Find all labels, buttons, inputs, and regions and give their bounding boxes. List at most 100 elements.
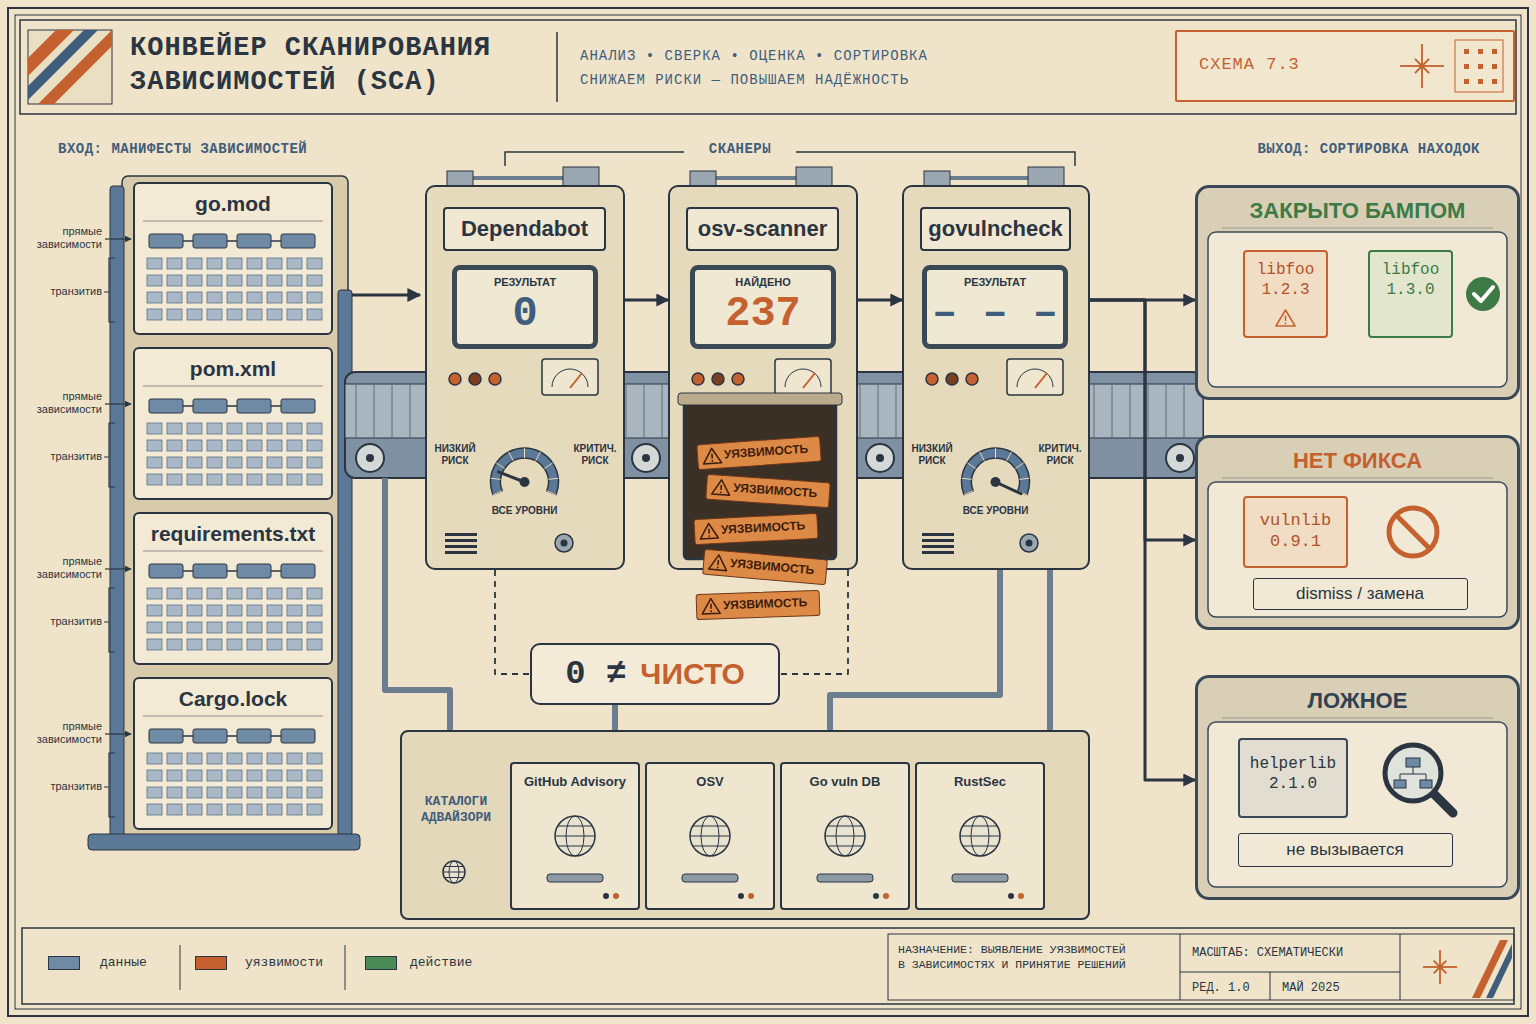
footer-frame xyxy=(22,928,1514,1004)
version-text: libfoo 1.3.0 xyxy=(1370,260,1451,300)
card-art xyxy=(227,639,242,650)
card-art xyxy=(187,440,202,451)
tag-art xyxy=(702,598,721,614)
dial-art xyxy=(552,369,588,387)
tray-title: ЛОЖНОЕ xyxy=(1198,688,1517,714)
card-art xyxy=(207,474,222,485)
machine-top-pipes xyxy=(690,167,832,187)
conveyor-belt xyxy=(662,384,663,438)
card-art xyxy=(187,639,202,650)
card-art xyxy=(247,275,262,286)
drawer-art xyxy=(738,893,744,899)
dial-art xyxy=(489,373,501,385)
cabinet-art xyxy=(443,872,465,873)
card-art xyxy=(187,588,202,599)
footer-logo xyxy=(1439,967,1441,984)
dial-art xyxy=(967,463,975,469)
conveyor-belt xyxy=(392,384,393,438)
leader-label: прямые зависимости xyxy=(16,720,102,746)
card-art xyxy=(207,804,222,815)
drawer-art xyxy=(748,893,754,899)
section-heading: ВХОД: МАНИФЕСТЫ ЗАВИСИМОСТЕЙ xyxy=(58,141,307,158)
drawer-art xyxy=(960,836,1000,837)
footer-frame xyxy=(1400,934,1401,1000)
outcome-tray: ЛОЖНОЕhelperlib 2.1.0не вызывается xyxy=(1195,675,1520,900)
scanner-bracket xyxy=(505,152,1075,166)
card-art xyxy=(287,804,302,815)
action-note: dismiss / замена xyxy=(1253,578,1468,610)
scheme-art xyxy=(1421,44,1423,66)
outcome-tray: НЕТ ФИКСАvulnlib 0.9.1dismiss / замена xyxy=(1195,435,1520,630)
date-note: МАЙ 2025 xyxy=(1282,981,1340,995)
card-art xyxy=(193,564,227,578)
cabinet-art xyxy=(444,877,463,878)
dial-art xyxy=(922,539,954,542)
revision-note: РЕД. 1.0 xyxy=(1192,981,1250,995)
page-frame xyxy=(8,8,1528,1016)
dial-art xyxy=(966,373,978,385)
catalog-name: GitHub Advisory xyxy=(515,774,635,790)
drawer-art xyxy=(693,826,728,827)
outcome-tray: ЗАКРЫТО БАМПОМlibfoo 1.2.3libfoo 1.3.0 xyxy=(1195,185,1520,400)
card-art xyxy=(143,221,323,222)
footer-logo xyxy=(1423,966,1440,968)
card-art xyxy=(307,292,322,303)
dial-art xyxy=(509,452,514,461)
card-art xyxy=(147,474,162,485)
card-art xyxy=(207,787,222,798)
card-art xyxy=(247,605,262,616)
dial-art xyxy=(544,463,552,469)
subtitle-line: АНАЛИЗ • СВЕРКА • ОЦЕНКА • СОРТИРОВКА xyxy=(580,48,928,65)
manifest-card: pom.xml xyxy=(133,347,333,500)
footer-logo xyxy=(1440,967,1446,973)
tag-text: УЯЗВИМОСТЬ xyxy=(721,518,815,537)
card-art xyxy=(307,457,322,468)
tag-art xyxy=(700,523,719,539)
scheme-art xyxy=(1422,59,1429,66)
dial-scale-label: НИЗКИЙ РИСК xyxy=(430,443,480,466)
dial-art xyxy=(542,359,598,395)
conveyor-belt xyxy=(410,384,411,438)
flow-arrow xyxy=(1090,300,1195,540)
card-art xyxy=(147,639,162,650)
legend-text: данные xyxy=(100,955,147,971)
drawer-art xyxy=(963,826,998,827)
footer-frame xyxy=(180,945,181,990)
card-art xyxy=(247,787,262,798)
dial-art xyxy=(445,533,477,536)
leader-label: транзитив xyxy=(16,615,102,628)
card-art xyxy=(267,457,282,468)
card-art xyxy=(247,423,262,434)
drawer-art xyxy=(828,846,863,847)
tag-art xyxy=(720,491,722,493)
drawer-art xyxy=(1018,893,1024,899)
tag-text: УЯЗВИМОСТЬ xyxy=(724,441,818,462)
card-art xyxy=(187,309,202,320)
card-art xyxy=(227,275,242,286)
machine-top-pipes xyxy=(716,176,796,180)
leader-label: прямые зависимости xyxy=(16,390,102,416)
tray-art xyxy=(1208,482,1507,617)
drawer-art xyxy=(682,874,738,882)
tag-art xyxy=(720,485,722,490)
card-art xyxy=(267,639,282,650)
card-art xyxy=(147,622,162,633)
card-art xyxy=(267,258,282,269)
scheme-art xyxy=(1455,40,1503,92)
conveyor-belt xyxy=(1184,384,1185,438)
result-screen: РЕЗУЛЬТАТ– – – xyxy=(922,265,1068,349)
leader-label: транзитив xyxy=(16,285,102,298)
dial-art xyxy=(555,534,573,552)
hatch-art xyxy=(785,369,821,387)
catalog-name: Go vuln DB xyxy=(785,774,905,790)
header-frame xyxy=(556,32,558,102)
manifest-card: Cargo.lock xyxy=(133,677,333,830)
tag-art xyxy=(712,479,731,495)
scheme-art xyxy=(1464,49,1469,54)
drawer-art xyxy=(836,816,854,856)
card-art xyxy=(167,292,182,303)
leader-line xyxy=(104,753,115,817)
hatch-art xyxy=(732,373,744,385)
